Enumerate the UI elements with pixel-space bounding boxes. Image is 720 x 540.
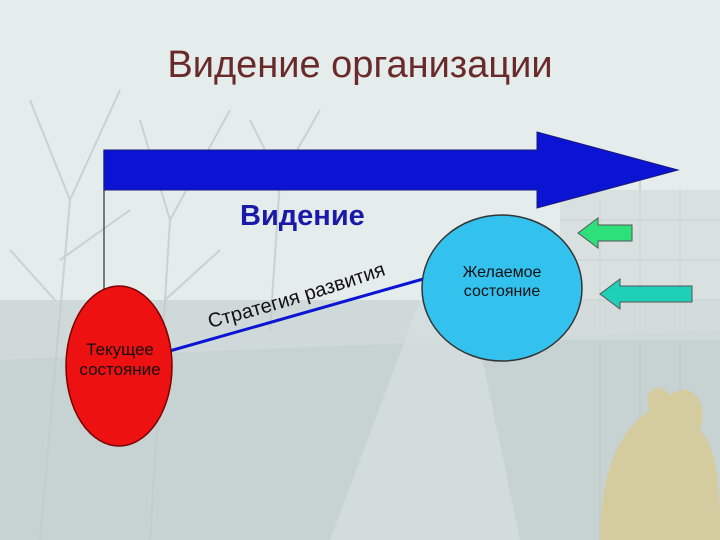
desired-state-ellipse — [421, 214, 583, 362]
current-state-label: Текущее состояние — [60, 340, 180, 380]
left-arrow-icon — [577, 217, 633, 249]
strategy-connector-line — [165, 268, 456, 354]
desired-state-label: Желаемое состояние — [432, 264, 572, 302]
current-state-ellipse — [65, 285, 173, 447]
current-state-line1: Текущее — [86, 340, 154, 359]
left-arrow-icon — [599, 278, 693, 310]
desired-state-line1: Желаемое — [462, 264, 542, 281]
vision-label: Видение — [240, 200, 365, 232]
page-title: Видение организации — [167, 44, 553, 86]
desired-state-line2: состояние — [463, 282, 541, 300]
big-arrow-icon — [103, 131, 680, 209]
current-state-line2: состояние — [79, 360, 161, 380]
